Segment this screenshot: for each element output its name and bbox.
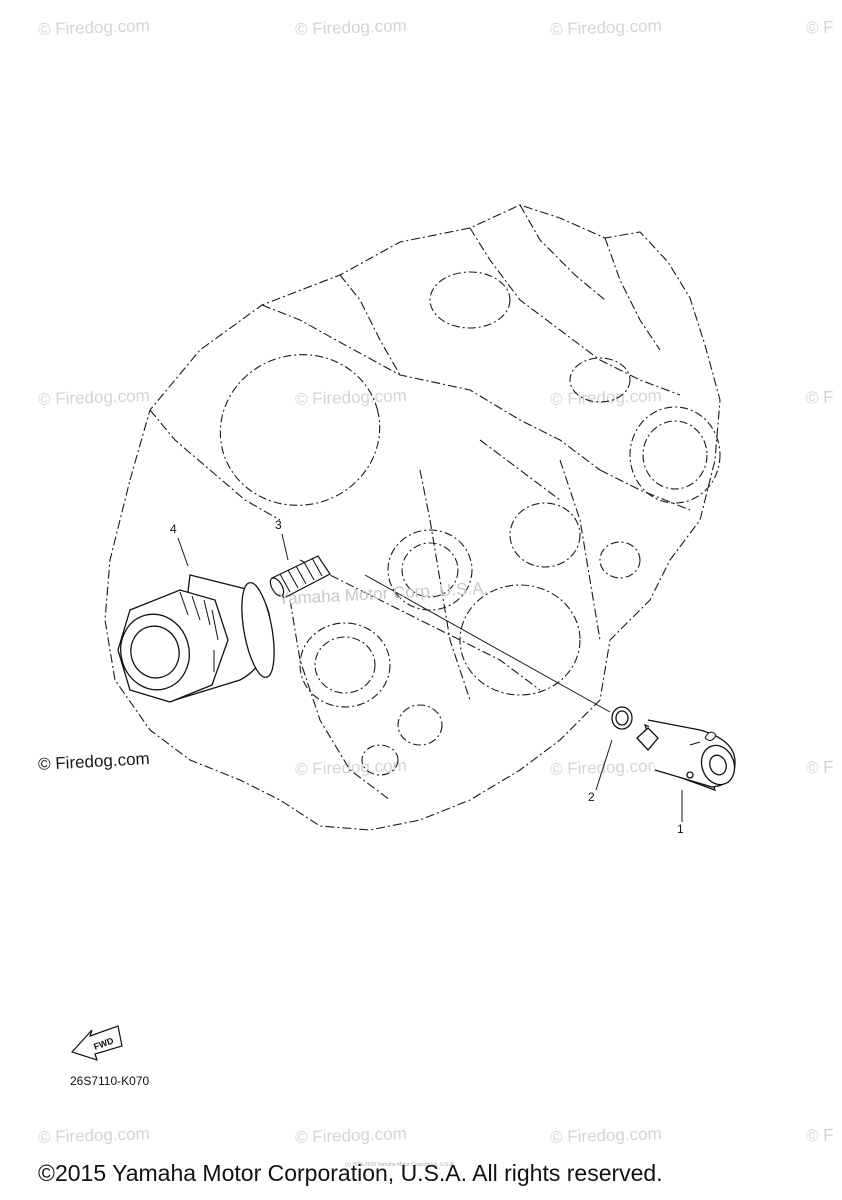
oil-filter [117,574,275,703]
part-code: 26S7110-K070 [70,1074,150,1088]
fwd-arrow [70,1025,123,1061]
copyright: ©2015 Yamaha Motor Corporation, U.S.A. A… [38,1160,663,1186]
o-ring [611,706,633,730]
tiny-copyright: (c) 2005-2015 Yamaha Motor Corporation, … [345,1162,455,1168]
callout-2: 2 [588,790,595,804]
callout-4: 4 [170,522,177,536]
sensor [636,719,736,792]
callout-3: 3 [275,518,282,532]
crankcase-outline [104,204,721,831]
callout-1: 1 [677,822,684,836]
threaded-fitting [269,555,331,599]
